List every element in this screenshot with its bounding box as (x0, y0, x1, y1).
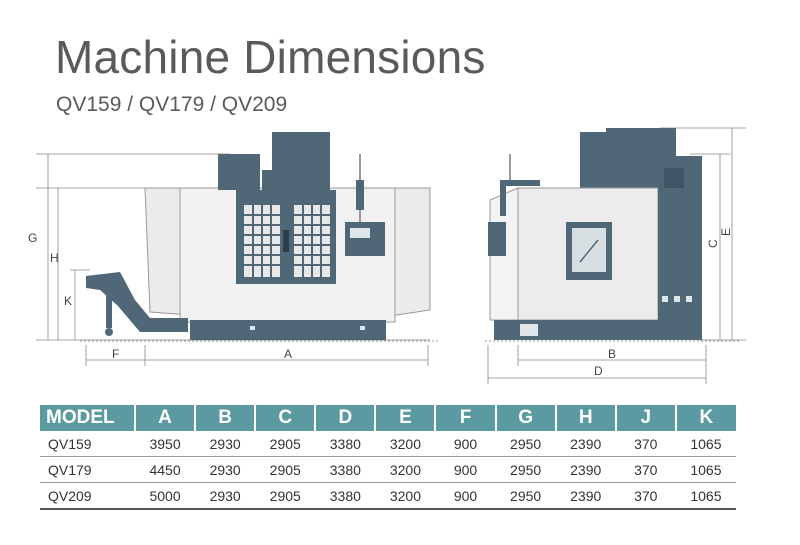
table-cell: 2930 (195, 431, 256, 457)
front-view-drawing: G H K F A (28, 132, 440, 366)
table-cell: 3380 (315, 431, 376, 457)
table-header-model: MODEL (40, 405, 136, 431)
table-cell: 370 (615, 482, 676, 510)
table-cell: 3380 (315, 482, 376, 510)
table-cell: 2905 (255, 431, 316, 457)
table-cell: 5000 (135, 482, 196, 510)
table-cell: 2930 (195, 482, 256, 510)
table-cell: 4450 (135, 456, 196, 483)
table-cell: 2390 (555, 482, 616, 510)
table-cell: 3200 (375, 482, 436, 510)
table-cell: 2390 (555, 431, 616, 457)
table-header-cell: A (135, 405, 197, 431)
table-cell: 370 (615, 456, 676, 483)
table-header-cell: C (255, 405, 317, 431)
machine-drawings: G H K F A (28, 127, 746, 384)
dim-label-A: A (284, 347, 292, 361)
table-cell: 2950 (495, 431, 556, 457)
table-cell: 2905 (255, 482, 316, 510)
dim-label-E: E (719, 228, 733, 236)
table-cell: 3200 (375, 431, 436, 457)
table-row: QV159 3950 2930 2905 3380 3200 900 2950 … (40, 431, 736, 457)
table-row: QV209 5000 2930 2905 3380 3200 900 2950 … (40, 482, 736, 510)
table-cell: 900 (435, 482, 496, 510)
table-cell: 2390 (555, 456, 616, 483)
table-header-cell: G (495, 405, 557, 431)
dim-label-H: H (50, 251, 59, 265)
table-header-row: MODEL A B C D E F G H J K (40, 405, 736, 431)
dim-label-C: C (706, 239, 720, 248)
dim-label-K: K (64, 294, 72, 308)
dim-label-F: F (112, 347, 119, 361)
table-cell-model: QV159 (40, 431, 135, 457)
model-subtitle: QV159 / QV179 / QV209 (56, 93, 288, 116)
table-cell-model: QV209 (40, 482, 135, 510)
table-cell: 3950 (135, 431, 196, 457)
table-header-cell: K (675, 405, 736, 431)
table-cell: 2930 (195, 456, 256, 483)
table-cell: 900 (435, 456, 496, 483)
dimensions-table: MODEL A B C D E F G H J K QV159 3950 293… (40, 405, 736, 510)
table-cell: 1065 (675, 456, 736, 483)
table-cell: 370 (615, 431, 676, 457)
table-cell-model: QV179 (40, 456, 135, 483)
table-cell: 2950 (495, 456, 556, 483)
table-header-cell: J (615, 405, 677, 431)
table-cell: 2950 (495, 482, 556, 510)
table-cell: 1065 (675, 431, 736, 457)
table-header-cell: H (555, 405, 617, 431)
table-header-cell: B (195, 405, 257, 431)
table-cell: 900 (435, 431, 496, 457)
table-row: QV179 4450 2930 2905 3380 3200 900 2950 … (40, 456, 736, 483)
table-header-cell: D (315, 405, 377, 431)
table-cell: 3380 (315, 456, 376, 483)
table-header-cell: E (375, 405, 437, 431)
dim-label-B: B (608, 347, 616, 361)
table-cell: 1065 (675, 482, 736, 510)
table-header-cell: F (435, 405, 497, 431)
dim-label-D: D (594, 364, 603, 378)
table-cell: 2905 (255, 456, 316, 483)
dim-label-G: G (28, 231, 37, 245)
side-view-drawing: C E B D (485, 127, 746, 384)
page-title: Machine Dimensions (55, 31, 486, 83)
table-cell: 3200 (375, 456, 436, 483)
